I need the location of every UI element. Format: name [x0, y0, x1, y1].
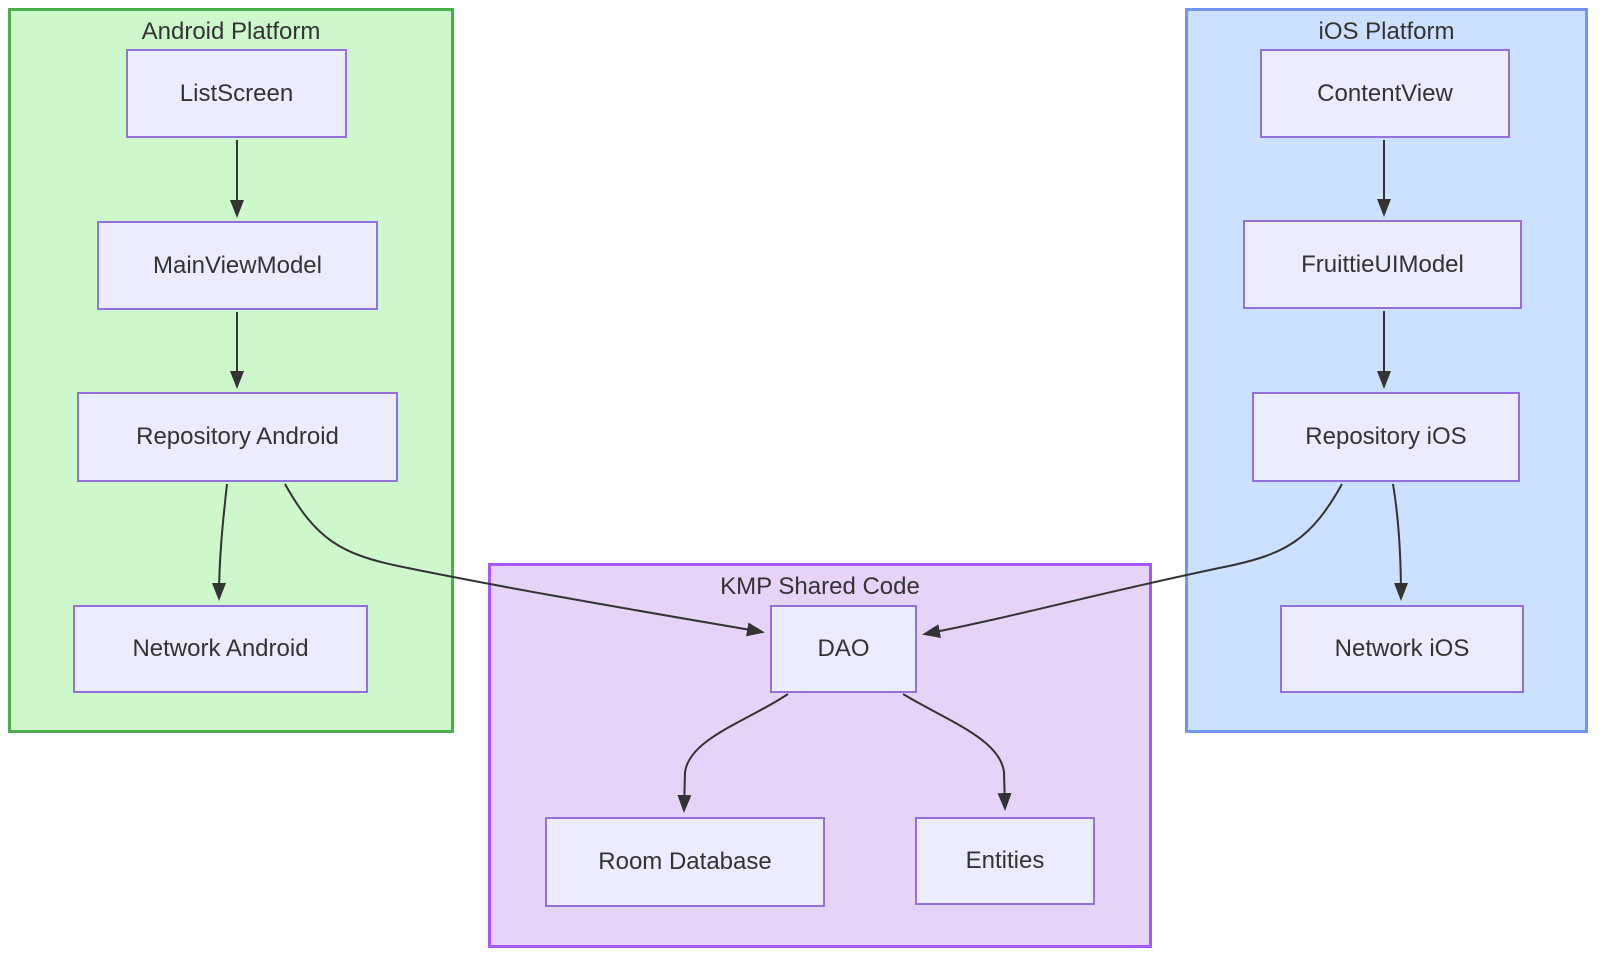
edge-repository-android-to-network-android — [212, 483, 228, 601]
node-room-database-label: Room Database — [598, 848, 772, 875]
edge-repository-ios-to-dao — [922, 483, 1343, 639]
group-android-platform-title: Android Platform — [141, 18, 321, 45]
edge-dao-to-entities — [902, 693, 1012, 811]
node-contentview: ContentView — [1260, 49, 1510, 138]
node-repository-android: Repository Android — [77, 392, 398, 482]
group-kmp-shared-code-title: KMP Shared Code — [720, 573, 920, 600]
node-network-android-label: Network Android — [132, 635, 309, 662]
node-dao: DAO — [770, 605, 917, 693]
node-entities-label: Entities — [965, 847, 1045, 874]
node-listscreen: ListScreen — [126, 49, 347, 138]
group-ios-platform-title: iOS Platform — [1318, 18, 1455, 45]
node-network-ios-label: Network iOS — [1334, 635, 1470, 662]
node-dao-label: DAO — [817, 635, 870, 662]
node-listscreen-label: ListScreen — [179, 79, 294, 107]
edge-repository-ios-to-network-ios — [1392, 483, 1408, 601]
node-network-ios: Network iOS — [1280, 605, 1524, 693]
node-contentview-label: ContentView — [1317, 79, 1453, 107]
node-fruittieuimodel-label: FruittieUIModel — [1301, 250, 1464, 278]
node-network-android: Network Android — [73, 605, 368, 693]
node-room-database: Room Database — [545, 817, 825, 907]
node-mainviewmodel: MainViewModel — [97, 221, 378, 310]
node-repository-ios-label: Repository iOS — [1305, 423, 1467, 450]
node-fruittieuimodel: FruittieUIModel — [1243, 220, 1522, 309]
node-repository-ios: Repository iOS — [1252, 392, 1520, 482]
edge-dao-to-room-database — [677, 693, 789, 813]
node-mainviewmodel-label: MainViewModel — [153, 251, 322, 279]
edge-repository-android-to-dao — [284, 483, 765, 637]
node-entities: Entities — [915, 817, 1095, 905]
node-repository-android-label: Repository Android — [136, 423, 339, 450]
